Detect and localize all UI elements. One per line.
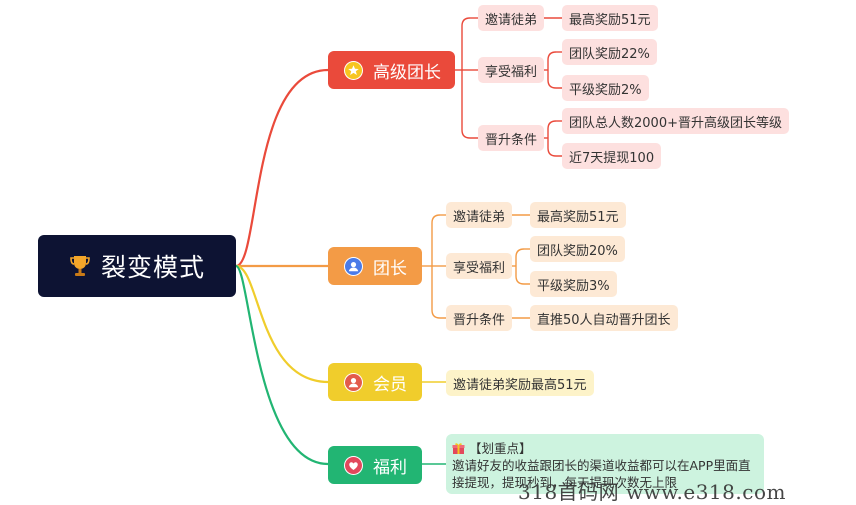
leader-invite-detail[interactable]: 最高奖励51元 bbox=[530, 202, 626, 228]
branch-member-label: 会员 bbox=[373, 374, 407, 395]
star-icon bbox=[344, 60, 363, 80]
senior-promotion-item[interactable]: 团队总人数2000+晋升高级团长等级 bbox=[562, 108, 789, 134]
leader-benefit-item[interactable]: 平级奖励3% bbox=[530, 271, 617, 297]
branch-welfare[interactable]: 福利 bbox=[328, 446, 422, 484]
senior-benefit-item[interactable]: 平级奖励2% bbox=[562, 75, 649, 101]
senior-invite[interactable]: 邀请徒弟 bbox=[478, 5, 545, 31]
leader-promotion-item[interactable]: 直推50人自动晋升团长 bbox=[530, 305, 678, 331]
branch-welfare-label: 福利 bbox=[373, 457, 407, 478]
senior-benefits[interactable]: 享受福利 bbox=[478, 57, 545, 83]
note-line: 邀请好友的收益跟团长的渠道收益都可以在APP里面直 bbox=[452, 458, 751, 473]
leader-benefits[interactable]: 享受福利 bbox=[446, 253, 513, 279]
leader-benefit-item[interactable]: 团队奖励20% bbox=[530, 236, 625, 262]
branch-senior-label: 高级团长 bbox=[373, 62, 441, 83]
link-root-senior bbox=[234, 68, 330, 268]
gift-icon bbox=[452, 443, 465, 454]
link-root-welfare bbox=[234, 264, 330, 466]
branch-leader-label: 团长 bbox=[373, 258, 407, 279]
note-title: 【划重点】 bbox=[469, 441, 532, 456]
leader-invite[interactable]: 邀请徒弟 bbox=[446, 202, 513, 228]
branch-senior[interactable]: 高级团长 bbox=[328, 51, 455, 89]
link-root-member bbox=[234, 264, 330, 384]
member-icon bbox=[344, 372, 363, 392]
root-node[interactable]: 裂变模式 bbox=[38, 235, 236, 297]
user-icon bbox=[344, 256, 363, 276]
leader-promotion[interactable]: 晋升条件 bbox=[446, 305, 513, 331]
senior-benefit-item[interactable]: 团队奖励22% bbox=[562, 39, 657, 65]
note-line: 接提现，提现秒到，每天提现次数无上限 bbox=[452, 475, 678, 490]
welfare-note[interactable]: 【划重点】 邀请好友的收益跟团长的渠道收益都可以在APP里面直 接提现，提现秒到… bbox=[446, 434, 764, 494]
senior-promotion-item[interactable]: 近7天提现100 bbox=[562, 143, 662, 169]
heart-icon bbox=[344, 455, 363, 475]
member-detail[interactable]: 邀请徒弟奖励最高51元 bbox=[446, 370, 594, 396]
root-label: 裂变模式 bbox=[100, 253, 205, 282]
watermark: 318首码网 www.e318.com bbox=[518, 480, 786, 504]
branch-leader[interactable]: 团长 bbox=[328, 247, 422, 285]
senior-invite-detail[interactable]: 最高奖励51元 bbox=[562, 5, 658, 31]
senior-promotion[interactable]: 晋升条件 bbox=[478, 125, 545, 151]
trophy-icon bbox=[70, 256, 90, 276]
branch-member[interactable]: 会员 bbox=[328, 363, 422, 401]
